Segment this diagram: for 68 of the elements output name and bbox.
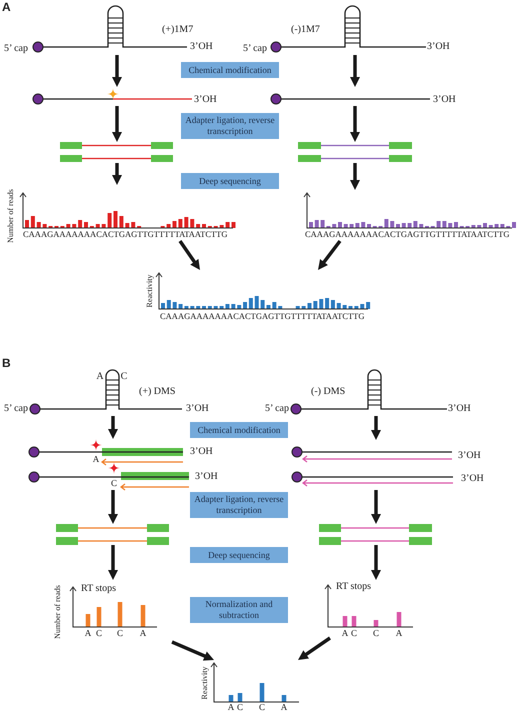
annotation-label: A [342,627,348,639]
arrow [350,106,360,142]
annotation-label: 3’OH [461,473,484,485]
axis-label: Number of reads [5,189,16,243]
annotation-label: C [259,701,265,712]
annotation-label: RT stops [336,581,372,593]
arrow [108,416,118,439]
annotation-label: (+) DMS [139,386,176,398]
annotation-label: C [373,627,379,639]
panel-label: B [2,356,11,370]
arrow [297,636,331,662]
arrow [112,106,122,142]
annotation-label: C [117,627,123,639]
annotation-label: C [111,477,117,489]
panel-label: A [2,0,11,14]
arrow [371,416,381,440]
annotation-label: A [84,627,92,639]
annotation-label: 3’OH [427,41,450,53]
arrow [108,545,118,580]
annotation-label: C [237,701,243,712]
arrow [350,55,360,87]
step-box: Chemical modification [181,62,279,78]
step-box: Normalization and subtraction [190,597,288,623]
annotation-label: A [396,627,402,639]
axis-label: Reactivity [199,666,210,700]
sequence-text: CAAAGAAAAAAACACTGAGTTGTTTTTATAATCTTG [305,228,510,240]
annotation-label: (-)1M7 [291,24,320,36]
arrow [371,545,381,580]
arrow [112,55,122,87]
arrow [112,163,122,185]
step-box: Deep sequencing [190,547,288,563]
annotation-label: 3’OH [195,471,218,483]
annotation-label: 5’ cap [243,43,267,55]
annotation-label: (-) DMS [311,386,346,398]
arrow [350,163,360,190]
annotation-label: 3’OH [194,94,217,106]
annotation-label: C [351,627,357,639]
axis-label: Number of reads [52,585,63,639]
annotation-label: 3’OH [458,450,481,462]
annotation-label: 3’OH [433,94,456,106]
annotation-label: A [92,453,100,465]
arrow [316,240,342,272]
annotation-label: A [228,701,234,712]
annotation-label: 5’ cap [4,43,28,55]
annotation-label: C [96,627,102,639]
annotation-label: C [120,371,128,383]
annotation-label: (+)1M7 [162,24,194,36]
annotation-label: A [96,371,104,383]
axis-label: Reactivity [144,274,155,308]
step-box: Adapter ligation, reverse transcription [181,113,279,139]
sequence-text: CAAAGAAAAAAACACTGAGTTGTTTTTATAATCTTG [160,310,365,322]
step-box: Adapter ligation, reverse transcription [190,492,288,518]
arrow [108,490,118,524]
step-box: Deep sequencing [181,173,279,189]
arrow [171,640,215,662]
annotation-label: A [140,627,146,639]
annotation-label: A [280,701,288,712]
annotation-label: 5’ cap [265,403,289,415]
annotation-label: RT stops [81,583,116,595]
annotation-label: 3’OH [190,446,213,458]
step-box: Chemical modification [190,422,288,438]
annotation-label: 5’ cap [4,403,28,415]
sequence-text: CAAAGAAAAAAACACTGAGTTGTTTTTATAATCTTG [23,228,228,240]
arrow [371,490,381,524]
annotation-label: 3’OH [190,41,213,53]
annotation-label: 3’OH [186,403,209,415]
annotation-label: 3’OH [448,403,471,415]
arrow [178,240,202,271]
